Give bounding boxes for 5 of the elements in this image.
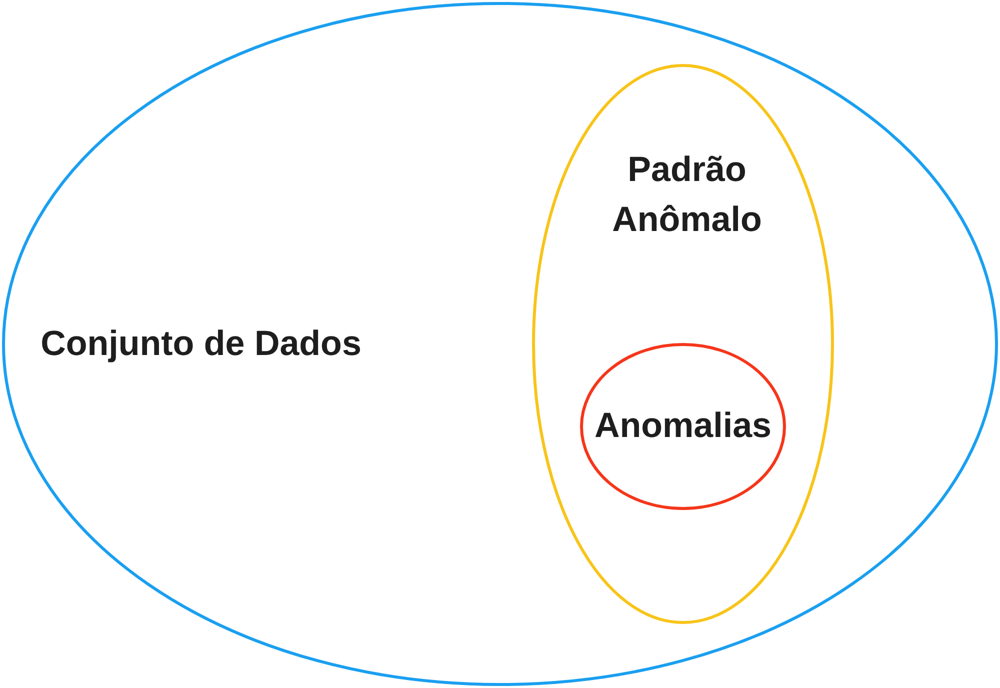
set-label: Conjunto de Dados [40,323,362,365]
set-label: Padrão Anômalo [611,149,763,241]
set-ellipse [532,64,834,624]
set-label: Anomalias [594,405,772,447]
set-ellipse [580,343,786,510]
